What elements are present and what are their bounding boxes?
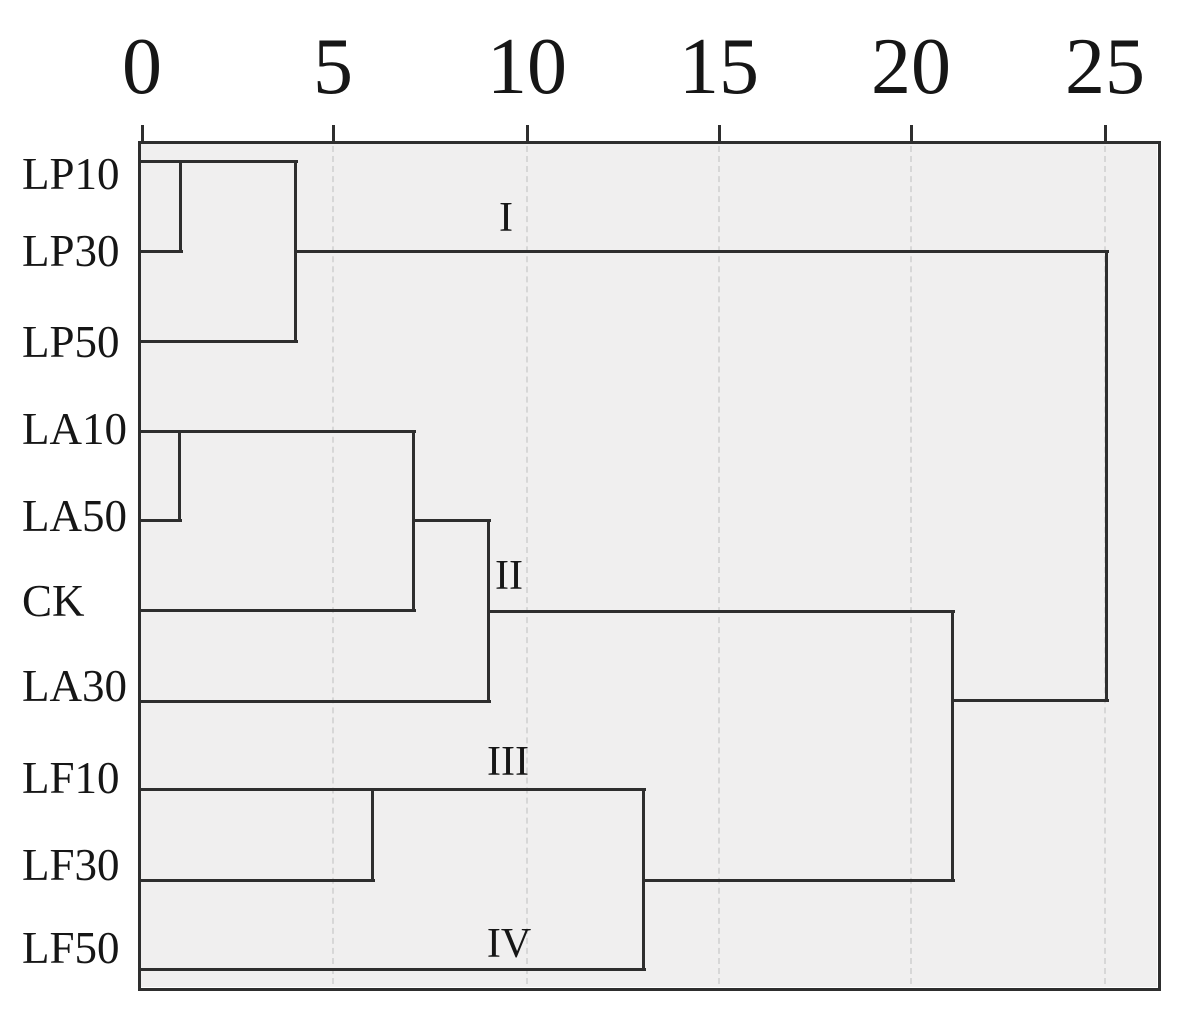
dendrogram-segment — [950, 609, 954, 882]
dendrogram-segment — [140, 518, 182, 522]
dendrogram-segment — [643, 878, 955, 882]
leaf-label-lf50: LF50 — [22, 923, 120, 973]
dendrogram-segment — [140, 699, 491, 703]
dendrogram-segment — [140, 967, 646, 971]
cluster-label-iv: IV — [486, 921, 532, 967]
dendrogram-segment — [413, 518, 491, 522]
leaf-label-ck: CK — [22, 576, 85, 626]
cluster-label-iii: III — [487, 739, 529, 785]
axis-tick-label-15: 15 — [679, 23, 759, 111]
leaf-label-lp50: LP50 — [22, 317, 120, 367]
gridline-20 — [910, 146, 912, 984]
plot-area-background — [140, 143, 1157, 987]
leaf-label-lp10: LP10 — [22, 149, 120, 199]
axis-tick-label-5: 5 — [313, 23, 353, 111]
dendrogram-segment — [370, 787, 374, 882]
axis-tick-0 — [140, 125, 144, 143]
cluster-label-ii: II — [495, 553, 523, 599]
leaf-label-la10: LA10 — [22, 404, 127, 454]
axis-tick-10 — [525, 125, 529, 143]
axis-tick-5 — [331, 125, 335, 143]
gridline-10 — [526, 146, 528, 984]
axis-tick-15 — [717, 125, 721, 143]
leaf-label-lf30: LF30 — [22, 840, 120, 890]
leaf-label-la30: LA30 — [22, 661, 127, 711]
dendrogram-segment — [140, 339, 298, 343]
axis-tick-25 — [1103, 125, 1107, 143]
dendrogram-segment — [140, 878, 375, 882]
gridline-5 — [332, 146, 334, 984]
dendrogram-segment — [140, 787, 646, 791]
leaf-label-la50: LA50 — [22, 491, 127, 541]
cluster-label-i: I — [499, 195, 513, 241]
leaf-label-lp30: LP30 — [22, 226, 120, 276]
dendrogram-segment — [952, 698, 1109, 702]
axis-tick-label-10: 10 — [487, 23, 567, 111]
axis-tick-20 — [909, 125, 913, 143]
dendrogram-segment — [140, 159, 298, 163]
gridline-15 — [718, 146, 720, 984]
dendrogram-segment — [140, 249, 183, 253]
dendrogram-segment — [177, 429, 181, 522]
dendrogram-segment — [295, 249, 1109, 253]
leaf-label-lf10: LF10 — [22, 753, 120, 803]
dendrogram-segment — [140, 429, 416, 433]
dendrogram-segment — [1104, 249, 1108, 702]
dendrogram-segment — [140, 608, 416, 612]
dendrogram-segment — [488, 609, 955, 613]
axis-tick-label-0: 0 — [122, 23, 162, 111]
axis-tick-label-20: 20 — [871, 23, 951, 111]
axis-tick-label-25: 25 — [1065, 23, 1145, 111]
dendrogram-segment — [178, 159, 182, 253]
